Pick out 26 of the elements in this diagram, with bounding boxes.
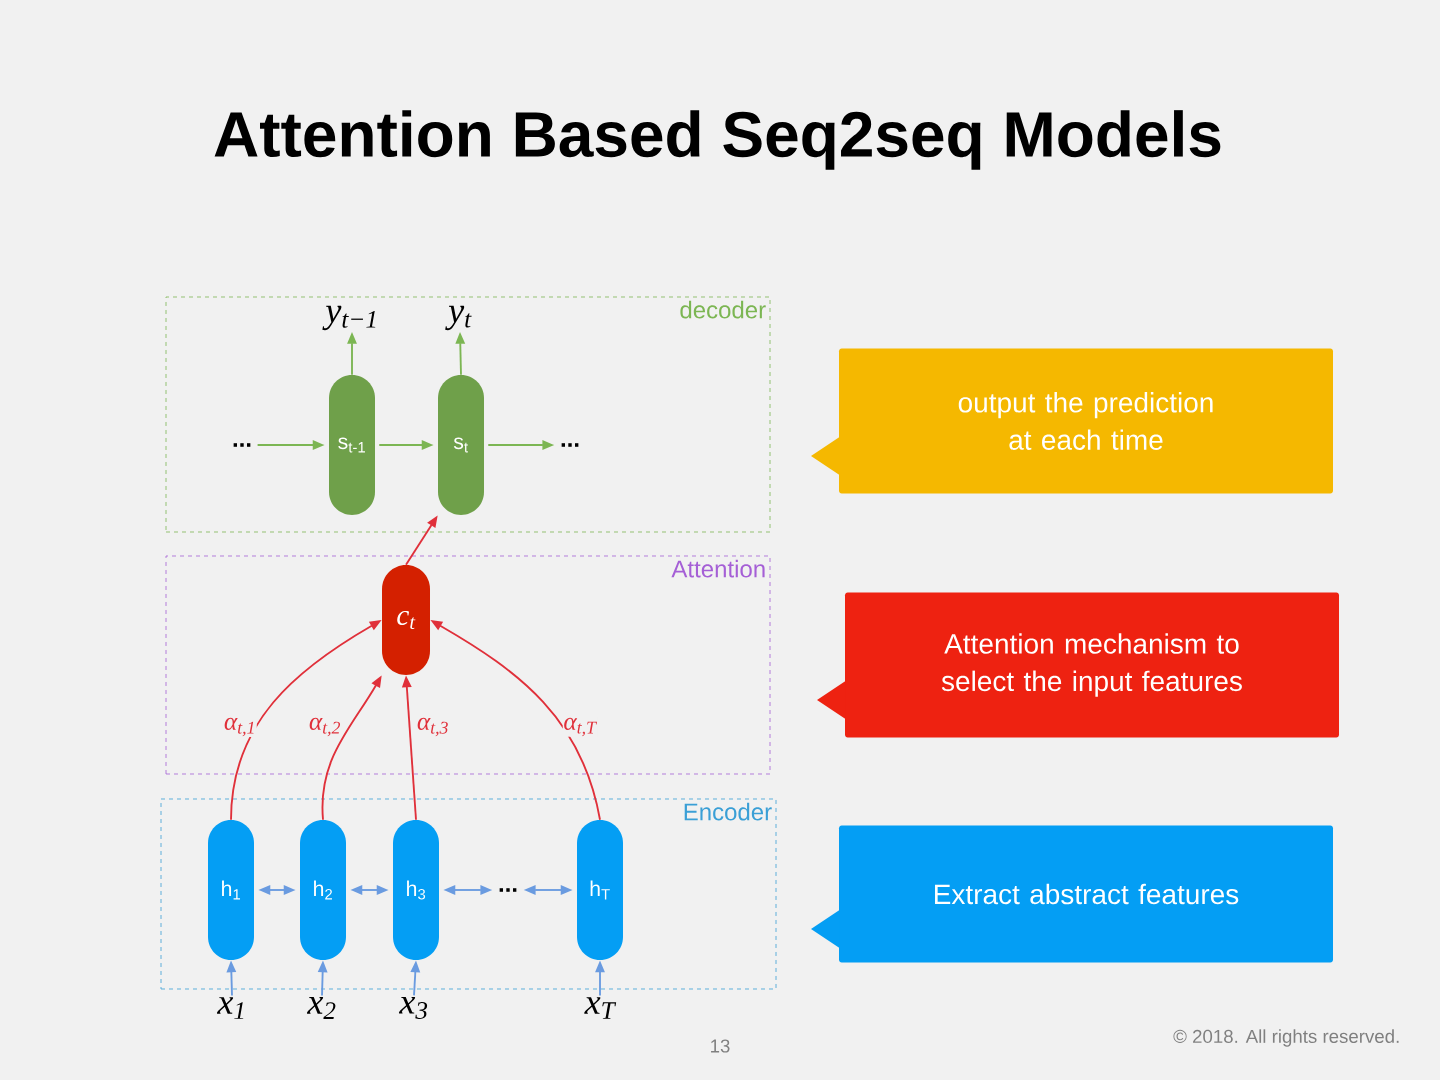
page-number: 13 — [711, 1039, 730, 1053]
input-symbol: x$_{3}$ — [398, 997, 428, 1019]
input-symbol: x$_{T}$ — [584, 997, 617, 1019]
hidden-cell: h$_{2}$ — [300, 820, 346, 960]
hidden-cell: h$_{1}$ — [208, 820, 254, 960]
hidden-cell: h$_{T}$ — [577, 820, 623, 960]
callout-box: Attention mechanism to select the input features — [817, 592, 1339, 738]
slide-title: Attention Based Seq2seq Models — [214, 110, 1221, 170]
edge-label: α$_{t,T}$ — [562, 717, 598, 737]
hidden-cell: h$_{3}$ — [393, 820, 439, 960]
edge-label: α$_{t,2}$ — [308, 717, 342, 737]
edge-label: α$_{t,3}$ — [416, 717, 450, 737]
ellipsis: ... — [561, 443, 579, 447]
ellipsis: ... — [499, 888, 517, 892]
state-cell: s$_{t}$ — [438, 375, 484, 515]
output-symbol: y$_{t}$ — [445, 305, 472, 331]
input-symbol: x$_{1}$ — [216, 997, 244, 1019]
state-cell: s$_{t-1}$ — [329, 375, 375, 515]
callout-box: Extract abstract features — [811, 825, 1333, 963]
output-symbol: y$_{t−1}$ — [322, 305, 376, 331]
context-cell: c$_{t}$ — [382, 565, 430, 675]
callout-box: output the prediction at each time — [811, 348, 1333, 494]
ellipsis: ... — [233, 443, 251, 447]
input-symbol: x$_{2}$ — [306, 997, 336, 1019]
edge-label: α$_{t,1}$ — [223, 717, 257, 737]
copyright-note: © 2018. All rights reserved. — [1173, 1029, 1399, 1047]
